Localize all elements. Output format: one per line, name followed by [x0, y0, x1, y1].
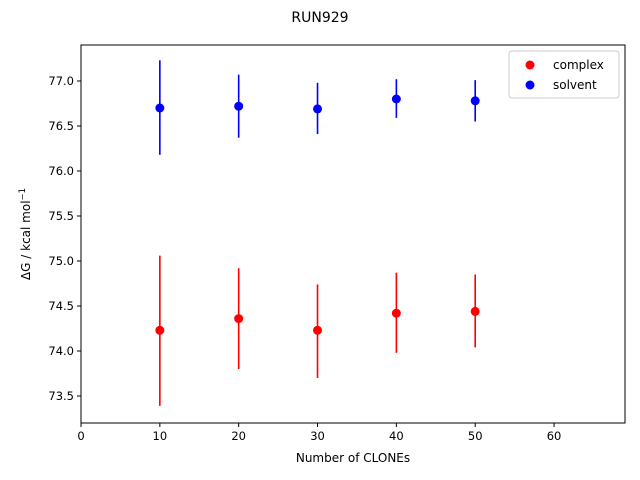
- y-tick-label: 74.5: [48, 299, 74, 313]
- y-axis-label-superscript: −1: [18, 188, 28, 201]
- solvent-point: [234, 101, 244, 111]
- y-tick-label: 76.5: [48, 119, 74, 133]
- x-tick-label: 20: [231, 429, 246, 443]
- x-tick-label: 40: [389, 429, 404, 443]
- legend-label-complex: complex: [553, 58, 604, 72]
- series-complex: [155, 255, 480, 406]
- complex-point: [155, 325, 165, 335]
- y-tick-label: 76.0: [48, 164, 74, 178]
- y-axis-label-main: ΔG / kcal mol: [19, 200, 33, 280]
- complex-point: [234, 314, 244, 324]
- y-tick-label: 73.5: [48, 389, 74, 403]
- chart-title: RUN929: [291, 10, 348, 26]
- complex-point: [313, 325, 323, 335]
- plot-area: [155, 60, 480, 406]
- y-axis-label: ΔG / kcal mol−1: [18, 188, 33, 280]
- x-tick-label: 60: [547, 429, 562, 443]
- complex-point: [391, 308, 401, 318]
- solvent-point: [313, 104, 323, 114]
- complex-point: [470, 306, 480, 316]
- series-solvent: [155, 60, 480, 155]
- x-axis: 0 10 20 30 40 50 60: [77, 423, 561, 443]
- legend-box: [508, 50, 620, 99]
- x-tick-label: 10: [153, 429, 168, 443]
- solvent-point: [391, 94, 401, 104]
- legend-label-solvent: solvent: [553, 78, 597, 92]
- solvent-point: [470, 96, 480, 106]
- y-tick-label: 74.0: [48, 344, 74, 358]
- legend: complex solvent: [508, 50, 620, 99]
- legend-marker-complex: [525, 60, 535, 70]
- axes-frame: [80, 44, 626, 424]
- legend-marker-solvent: [525, 80, 535, 90]
- x-tick-label: 30: [310, 429, 325, 443]
- y-tick-label: 75.5: [48, 209, 74, 223]
- x-axis-label: Number of CLONEs: [296, 451, 410, 465]
- y-axis: 73.5 74.0 74.5 75.0 75.5 76.0 76.5 77.0: [48, 74, 81, 403]
- y-tick-label: 75.0: [48, 254, 74, 268]
- x-tick-label: 0: [77, 429, 84, 443]
- solvent-point: [155, 103, 165, 113]
- x-tick-label: 50: [468, 429, 483, 443]
- y-tick-label: 77.0: [48, 74, 74, 88]
